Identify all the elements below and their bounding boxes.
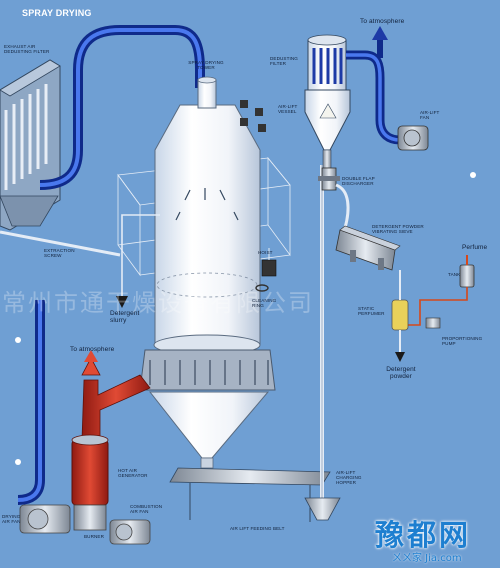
slurry-arrow (116, 296, 128, 308)
air-lift-charging-hopper (304, 497, 341, 521)
diagram-title: SPRAY DRYING (22, 8, 92, 18)
extraction-screw (0, 230, 121, 257)
air-lift-fan (397, 125, 429, 151)
site-logo: 豫都网 (375, 518, 472, 552)
label-proportioning-pump: PROPORTIONING PUMP (442, 336, 483, 347)
label-dedusting-filter: DEDUSTING FILTER (270, 56, 298, 67)
label-spray-tower: SPRAY DRYING TOWER (188, 60, 224, 71)
proportioning-pump (425, 317, 441, 329)
label-detergent-slurry: Detergent slurry (110, 310, 140, 324)
tower-top-valves (240, 100, 266, 132)
label-vibrating-sieve: DETERGENT POWDER VIBRATING SIEVE (372, 224, 424, 235)
vibrating-sieve (335, 225, 401, 271)
label-to-atmosphere-right: To atmosphere (360, 18, 405, 25)
label-detergent-powder: Detergent powder (386, 366, 416, 380)
label-burner: BURNER (84, 534, 104, 539)
label-extraction-screw: EXTRACTION SCREW (44, 248, 75, 259)
air-lift-fan-duct (346, 50, 401, 145)
hoist (261, 248, 277, 277)
site-logo-subtitle: ㄨㄨ家 Jia.com (392, 553, 462, 564)
label-static-perfumer: STATIC PERFUMER (358, 306, 385, 317)
label-air-lift-charging-hopper: AIR-LIFT CHARGING HOPPER (336, 470, 362, 486)
label-cleaning-ring: CLEANING RING (252, 298, 277, 309)
label-hoist: HOIST (258, 250, 273, 255)
label-exhaust-filter: EXHAUST AIR DEDUSTING FILTER (4, 44, 50, 55)
air-lift-feeding-belt (169, 467, 331, 522)
perfume-tank (459, 255, 475, 288)
slurry-feed-line (121, 214, 160, 300)
label-tank: TANK (448, 272, 461, 277)
label-air-lift-feeding-belt: AIR LIFT FEEDING BELT (230, 526, 285, 531)
drying-air-duct (17, 300, 45, 505)
double-flap-discharger (318, 167, 340, 191)
label-perfume: Perfume (462, 244, 488, 251)
to-atmosphere-arrow-right (372, 26, 388, 40)
combustion-air-fan (109, 519, 151, 545)
label-air-lift-vessel: AIR-LIFT VESSEL (278, 104, 298, 115)
label-hot-air-generator: HOT AIR GENERATOR (118, 468, 148, 479)
label-to-atmosphere-left: To atmosphere (70, 346, 115, 353)
drying-air-fan (19, 504, 71, 534)
dedusting-filter (304, 34, 351, 169)
label-air-lift-fan: AIR-LIFT FAN (420, 110, 440, 121)
label-double-flap-discharger: DOUBLE FLAP DISCHARGER (342, 176, 375, 187)
static-perfumer (391, 270, 409, 362)
to-atmosphere-arrow-left (84, 350, 98, 362)
watermark-text: 常州市通干燥设备有限公司 (2, 289, 314, 317)
exhaust-air-dedusting-filter (0, 59, 61, 231)
cleaning-ring (255, 284, 269, 292)
hot-air-generator (71, 357, 151, 531)
label-drying-air-fan: DRYING AIR FAN (2, 514, 21, 525)
label-combustion-air-fan: COMBUSTION AIR FAN (130, 504, 163, 515)
spray-drying-tower (139, 76, 276, 469)
